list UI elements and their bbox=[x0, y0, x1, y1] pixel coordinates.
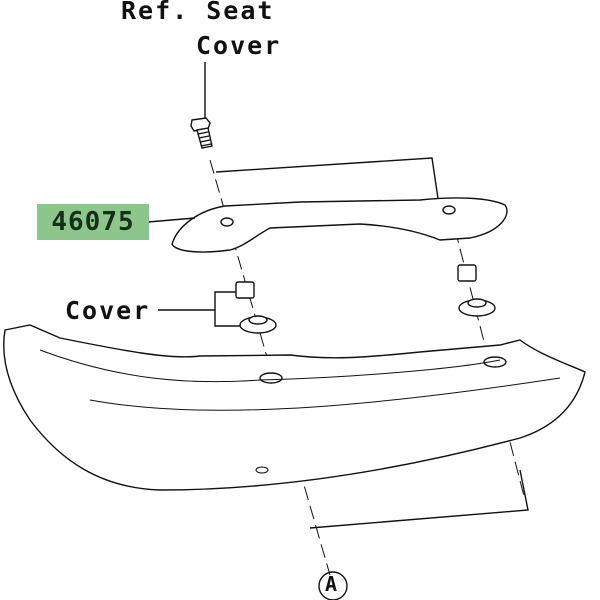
cover-bushings bbox=[235, 264, 496, 334]
reference-marker-a: A bbox=[325, 572, 338, 596]
seat-cover bbox=[3, 324, 586, 491]
reference-circle bbox=[318, 571, 348, 600]
rail-mount-left bbox=[220, 217, 234, 227]
part-leader bbox=[147, 217, 196, 223]
cover-bracket bbox=[214, 291, 240, 327]
part-number-46075[interactable]: 46075 bbox=[37, 204, 149, 240]
bracket-top bbox=[215, 157, 441, 213]
cover-label: Cover bbox=[65, 296, 151, 325]
mount-hole-right bbox=[483, 356, 507, 368]
bracket-bottom bbox=[309, 469, 529, 529]
ref-seat-label-line1: Ref. Seat bbox=[121, 0, 275, 25]
ref-seat-label-line2: Cover bbox=[196, 31, 282, 60]
bolt-icon bbox=[190, 117, 213, 149]
grab-rail bbox=[171, 197, 508, 253]
rail-mount-right bbox=[442, 205, 456, 215]
mount-hole-left bbox=[259, 372, 283, 384]
